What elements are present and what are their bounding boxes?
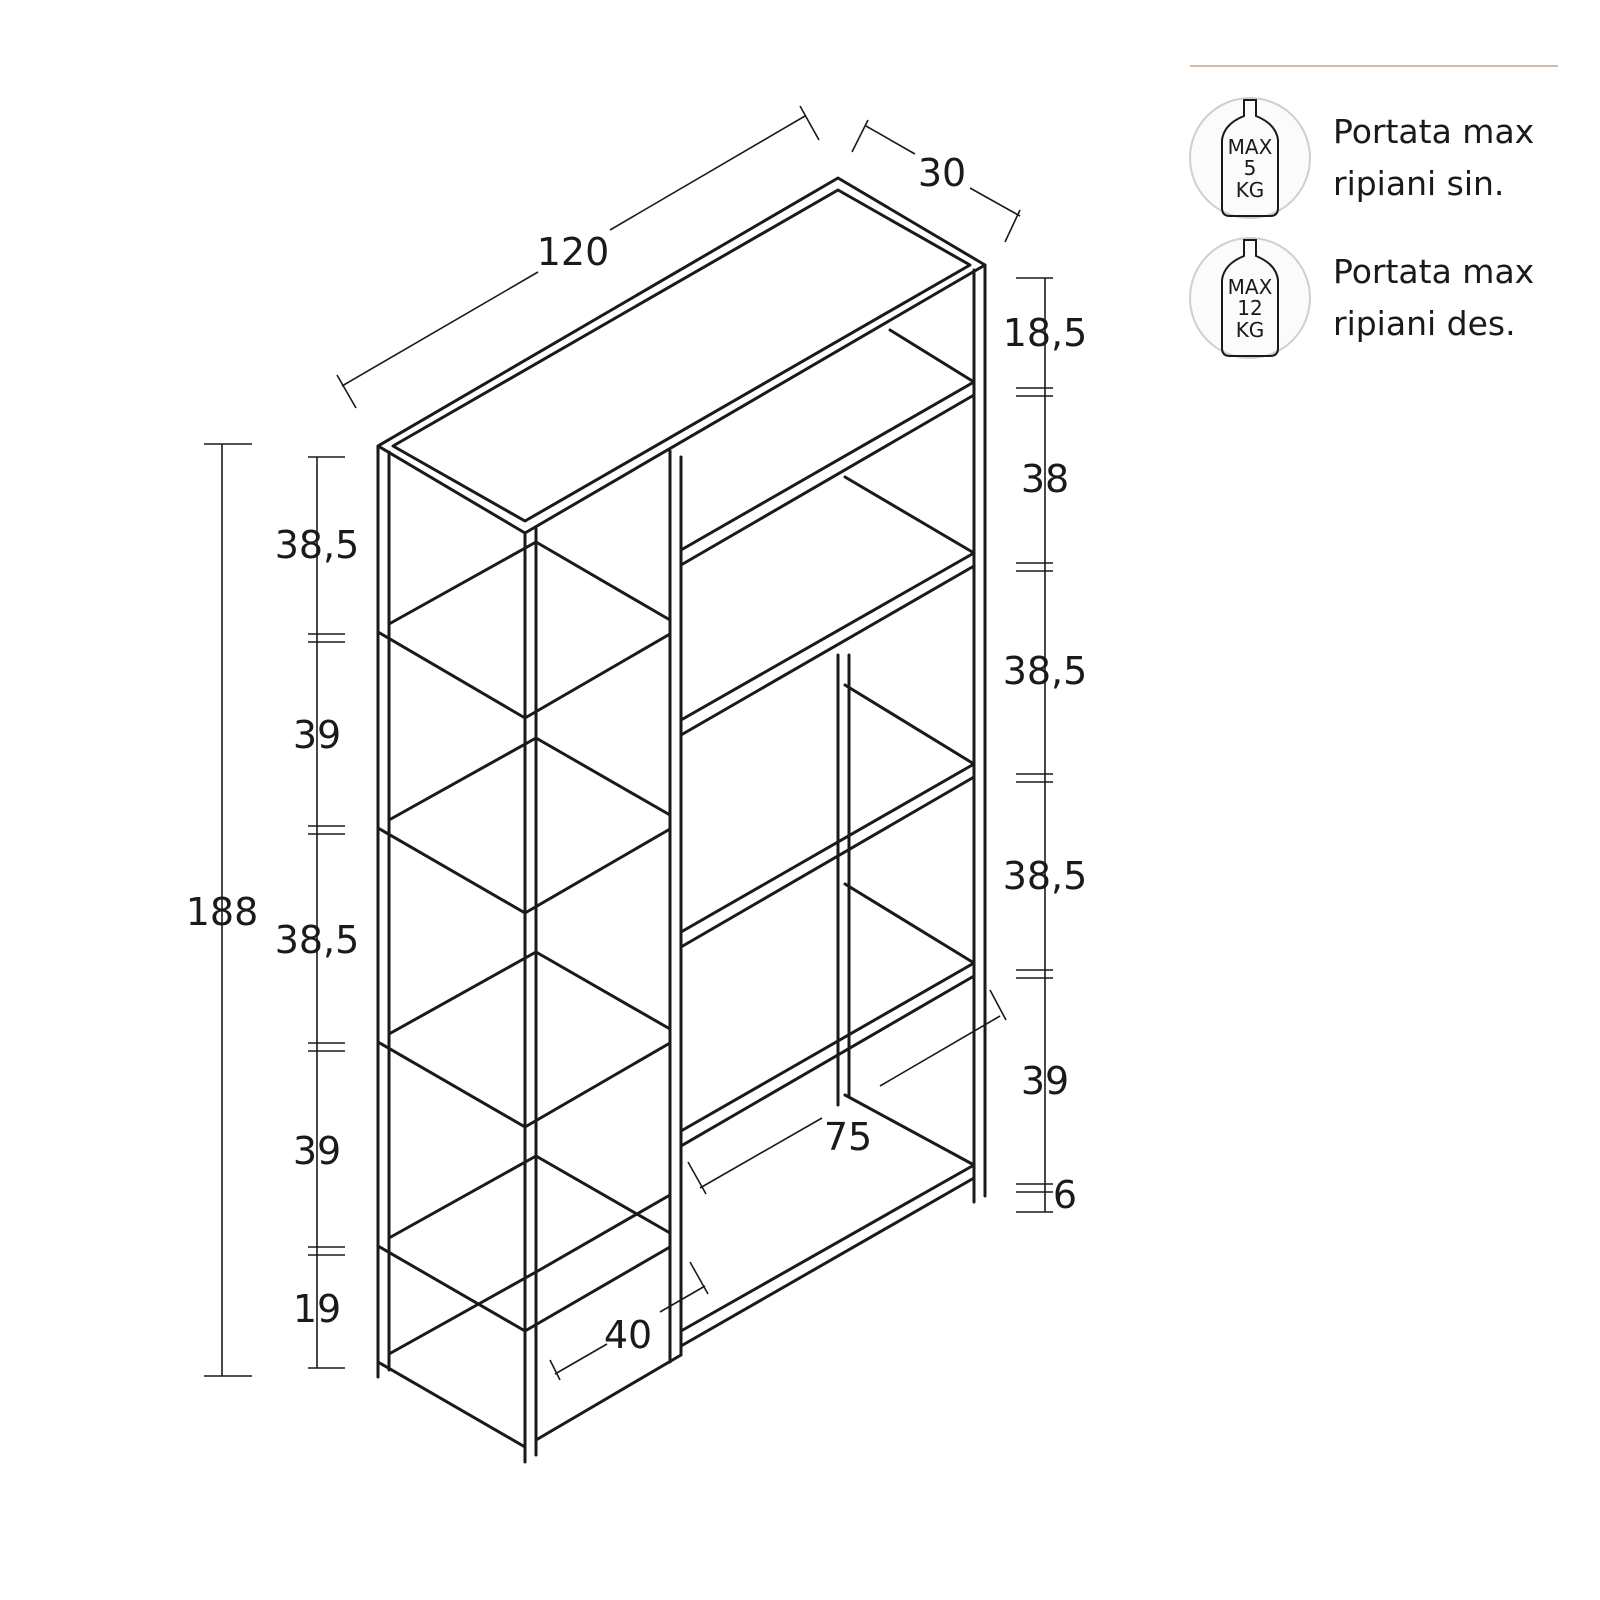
dim-left-label: 38,5: [275, 918, 360, 962]
dim-75-line-2: [879, 1015, 1001, 1087]
dim-40-line: [554, 1343, 608, 1375]
dim-right-label: 6: [1053, 1173, 1077, 1217]
bookcase-frame: [376, 176, 987, 1464]
dim-75-line: [699, 1117, 823, 1189]
dim-width-line: [341, 271, 539, 387]
legend-line2: ripiani des.: [1333, 304, 1516, 343]
dim-right-label: 38,5: [1003, 854, 1088, 898]
badge-value-text: 5: [1244, 156, 1257, 180]
right-shelf-4: [679, 974, 976, 1148]
left-shelf-3-back: [387, 950, 672, 1036]
dim-depth-line: [865, 125, 916, 155]
dim-left-label: 38,5: [275, 523, 360, 567]
dim-right-label: 38,5: [1003, 649, 1088, 693]
dim-width-label: 120: [537, 230, 610, 274]
left-shelf-1: [376, 630, 672, 720]
right-shelf-2: [679, 564, 976, 737]
left-shelf-4-back: [387, 1154, 672, 1240]
legend-line1: Portata max: [1333, 112, 1534, 151]
dim-left-label: 39: [293, 1129, 341, 1173]
right-shelf-4-back: [679, 961, 976, 1133]
badge-max-text: MAX: [1228, 275, 1273, 299]
right-base: [679, 1176, 976, 1348]
legend: MAX 5 KG Portata max ripiani sin. MAX 12…: [1189, 65, 1558, 359]
left-shelf-1-back: [387, 540, 672, 626]
badge-unit-text: KG: [1236, 178, 1265, 202]
base-front-rail: [534, 1353, 683, 1442]
right-shelf-3-back: [679, 762, 976, 934]
dim-depth-ext-2: [1004, 209, 1021, 243]
dim-right-label: 38: [1021, 457, 1069, 501]
weight-bottle-icon: [1221, 99, 1279, 217]
legend-line2: ripiani sin.: [1333, 164, 1504, 203]
dim-height-label: 188: [186, 890, 259, 934]
top-panel-inner: [391, 188, 972, 523]
legend-item-left: MAX 5 KG Portata max ripiani sin.: [1189, 97, 1534, 219]
dim-left-label: 19: [293, 1287, 341, 1331]
dim-right-label: 18,5: [1003, 311, 1088, 355]
dim-75-label: 75: [824, 1115, 872, 1159]
right-shelf-4-depth: [843, 882, 976, 965]
weight-bottle-icon: [1221, 239, 1279, 357]
dim-width-ext-2: [799, 105, 820, 141]
dim-width-ext-1: [336, 374, 357, 409]
left-shelf-2-back: [387, 736, 672, 822]
dim-depth-label: 30: [918, 151, 966, 195]
dim-40-line-2: [659, 1285, 706, 1313]
left-shelf-4: [376, 1244, 672, 1333]
left-shelf-3: [376, 1040, 672, 1129]
right-base-back: [679, 1163, 976, 1333]
right-base-depth: [843, 1093, 976, 1167]
right-shelf-3: [679, 775, 976, 949]
left-shelf-base-back: [387, 1193, 672, 1356]
dim-width-line-2: [609, 115, 806, 231]
badge-unit-text: KG: [1236, 318, 1265, 342]
dim-75-ext-1: [687, 1161, 707, 1195]
dimension-lines: [204, 105, 1053, 1381]
dim-40-ext-2: [689, 1261, 709, 1295]
right-shelf-1: [679, 393, 976, 567]
weight-badge-circle: [1189, 237, 1311, 359]
dim-depth-ext-1: [851, 119, 869, 153]
legend-item-right: MAX 12 KG Portata max ripiani des.: [1189, 237, 1534, 359]
right-shelf-1-depth: [888, 328, 976, 384]
dimension-labels: 120 30 188 38,5 39 38,5 39 19 18,5 38 38…: [186, 151, 1088, 1357]
dim-right-label: 39: [1021, 1059, 1069, 1103]
right-shelf-2-back: [679, 551, 976, 722]
left-shelf-base: [376, 1360, 527, 1449]
right-shelf-3-depth: [843, 683, 976, 766]
right-shelf-2-depth: [843, 475, 976, 555]
dim-40-ext-1: [549, 1359, 561, 1381]
badge-max-text: MAX: [1228, 135, 1273, 159]
legend-line1: Portata max: [1333, 252, 1534, 291]
right-shelf-1-back: [679, 380, 976, 552]
dim-40-label: 40: [604, 1313, 652, 1357]
dim-left-label: 39: [293, 713, 341, 757]
dim-75-ext-2: [989, 989, 1007, 1021]
left-shelf-2: [376, 826, 672, 915]
weight-badge-circle: [1189, 97, 1311, 219]
badge-value-text: 12: [1237, 296, 1262, 320]
dim-depth-line-2: [969, 187, 1021, 217]
